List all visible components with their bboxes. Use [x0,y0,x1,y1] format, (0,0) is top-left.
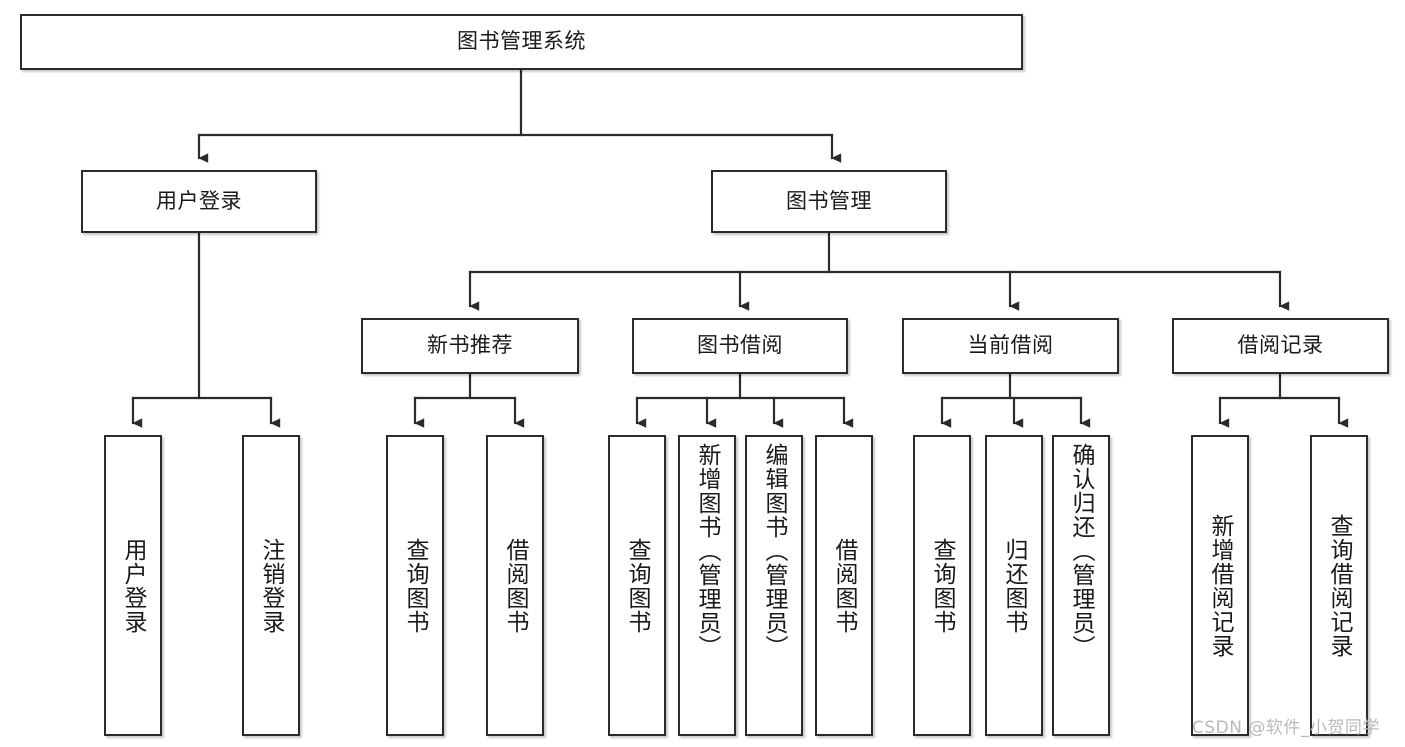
node-leaf-query-book-3-label: 查询图书 [929,537,956,634]
node-leaf-borrow-book-2[interactable]: 借阅图书 [815,435,873,736]
node-user-login[interactable]: 用户登录 [81,170,317,233]
node-new-book-rec-label: 新书推荐 [427,333,513,358]
node-book-manage[interactable]: 图书管理 [711,170,947,233]
node-leaf-confirm-return-label: 确认归还（管理员） [1068,443,1095,659]
node-borrow-record-label: 借阅记录 [1237,333,1324,358]
node-leaf-query-record-label: 查询借阅记录 [1326,513,1353,658]
node-book-manage-label: 图书管理 [786,188,872,213]
node-leaf-borrow-book-1[interactable]: 借阅图书 [486,435,544,736]
node-book-borrow[interactable]: 图书借阅 [632,318,848,374]
node-root-label: 图书管理系统 [457,29,586,54]
node-leaf-query-book-2-label: 查询图书 [624,537,651,634]
node-leaf-confirm-return[interactable]: 确认归还（管理员） [1052,435,1110,736]
node-leaf-edit-book-label: 编辑图书（管理员） [761,443,788,659]
node-new-book-rec[interactable]: 新书推荐 [361,318,579,374]
node-leaf-return-book[interactable]: 归还图书 [985,435,1043,736]
node-leaf-logout[interactable]: 注销登录 [242,435,300,736]
node-leaf-add-record-label: 新增借阅记录 [1207,513,1234,658]
csdn-watermark: CSDN @软件_小贺同学 [1192,718,1380,738]
node-root[interactable]: 图书管理系统 [20,14,1023,70]
node-leaf-user-login[interactable]: 用户登录 [104,435,162,736]
node-current-borrow[interactable]: 当前借阅 [902,318,1119,374]
node-leaf-borrow-book-2-label: 借阅图书 [831,537,858,634]
node-leaf-query-book-1-label: 查询图书 [402,537,429,634]
node-borrow-record[interactable]: 借阅记录 [1172,318,1389,374]
node-leaf-query-book-2[interactable]: 查询图书 [608,435,666,736]
node-leaf-user-login-label: 用户登录 [120,537,147,634]
node-leaf-query-record[interactable]: 查询借阅记录 [1310,435,1368,736]
node-leaf-query-book-3[interactable]: 查询图书 [913,435,971,736]
node-leaf-borrow-book-1-label: 借阅图书 [502,537,529,634]
node-user-login-label: 用户登录 [156,188,242,213]
node-leaf-logout-label: 注销登录 [258,537,285,634]
node-leaf-add-book[interactable]: 新增图书（管理员） [678,435,736,736]
node-leaf-edit-book[interactable]: 编辑图书（管理员） [745,435,803,736]
node-leaf-query-book-1[interactable]: 查询图书 [386,435,444,736]
node-book-borrow-label: 图书借阅 [697,333,783,358]
node-leaf-return-book-label: 归还图书 [1001,537,1028,634]
node-leaf-add-book-label: 新增图书（管理员） [694,443,721,659]
node-current-borrow-label: 当前借阅 [967,333,1054,358]
node-leaf-add-record[interactable]: 新增借阅记录 [1191,435,1249,736]
